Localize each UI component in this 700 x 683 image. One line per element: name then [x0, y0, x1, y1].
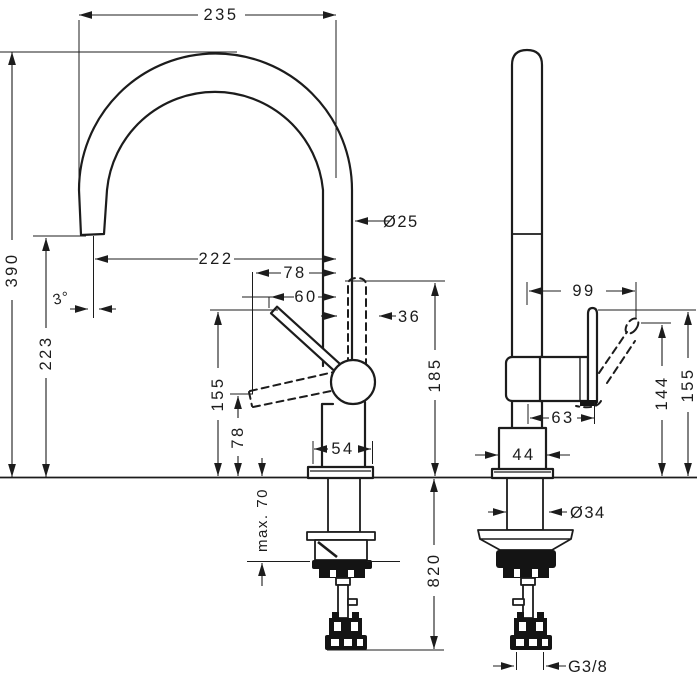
left-handle-dashed-up [347, 276, 367, 366]
dim-outlet-angle-label: 3° [51, 288, 72, 309]
dim-hose-thread-label: G3/8 [568, 658, 608, 676]
dim-handle-offset-78-label: 78 [283, 264, 306, 282]
dim-handle-offset-63-label: 63 [551, 409, 574, 427]
right-handle-dashed [575, 317, 640, 409]
dim-spout-diameter-label: Ø25 [383, 213, 419, 231]
dim-outlet-height-label: 223 [37, 335, 55, 370]
right-view-undercounter-hardware [477, 477, 574, 650]
dim-shaft-diameter-label: Ø34 [570, 504, 606, 522]
left-view-undercounter-hardware [306, 477, 376, 650]
dim-outlet-offset-label: 222 [198, 250, 233, 268]
left-handle-dashed-down [248, 371, 337, 408]
dim-handle-low-height-label: 78 [229, 425, 247, 448]
dim-handle-tip-height-label: 144 [653, 375, 671, 410]
right-spout-column [510, 48, 544, 432]
dim-handle-offset-60-label: 60 [294, 288, 317, 306]
dim-reach-label: 235 [203, 6, 238, 24]
dim-base-width-label: 54 [331, 440, 354, 458]
dim-handle-reach-label: 99 [572, 282, 595, 300]
right-view-faucet [490, 48, 640, 480]
left-escutcheon [306, 465, 375, 480]
left-view-faucet [77, 52, 377, 480]
left-ball-joint [329, 358, 377, 406]
dim-handle-top-height-label: 185 [426, 357, 444, 392]
right-handle-lever [586, 306, 599, 404]
dim-handle-offset-36-label: 36 [398, 308, 421, 326]
dim-max-counter-thickness-label: max. 70 [254, 488, 271, 552]
dim-height-label: 390 [3, 252, 21, 287]
left-view-dimensions: 235 390 223 Ø25 222 78 60 36 3° [0, 6, 445, 651]
dim-handle-top-height-right-label: 155 [679, 367, 697, 402]
right-handle-housing [538, 355, 590, 403]
right-view-dimensions: 99 144 155 63 44 Ø34 G3/8 [475, 282, 697, 676]
dim-base-depth-label: 44 [512, 446, 535, 464]
right-escutcheon [490, 467, 555, 480]
dim-hose-length-label: 820 [425, 552, 443, 587]
dim-handle-height-155-label: 155 [209, 376, 227, 411]
